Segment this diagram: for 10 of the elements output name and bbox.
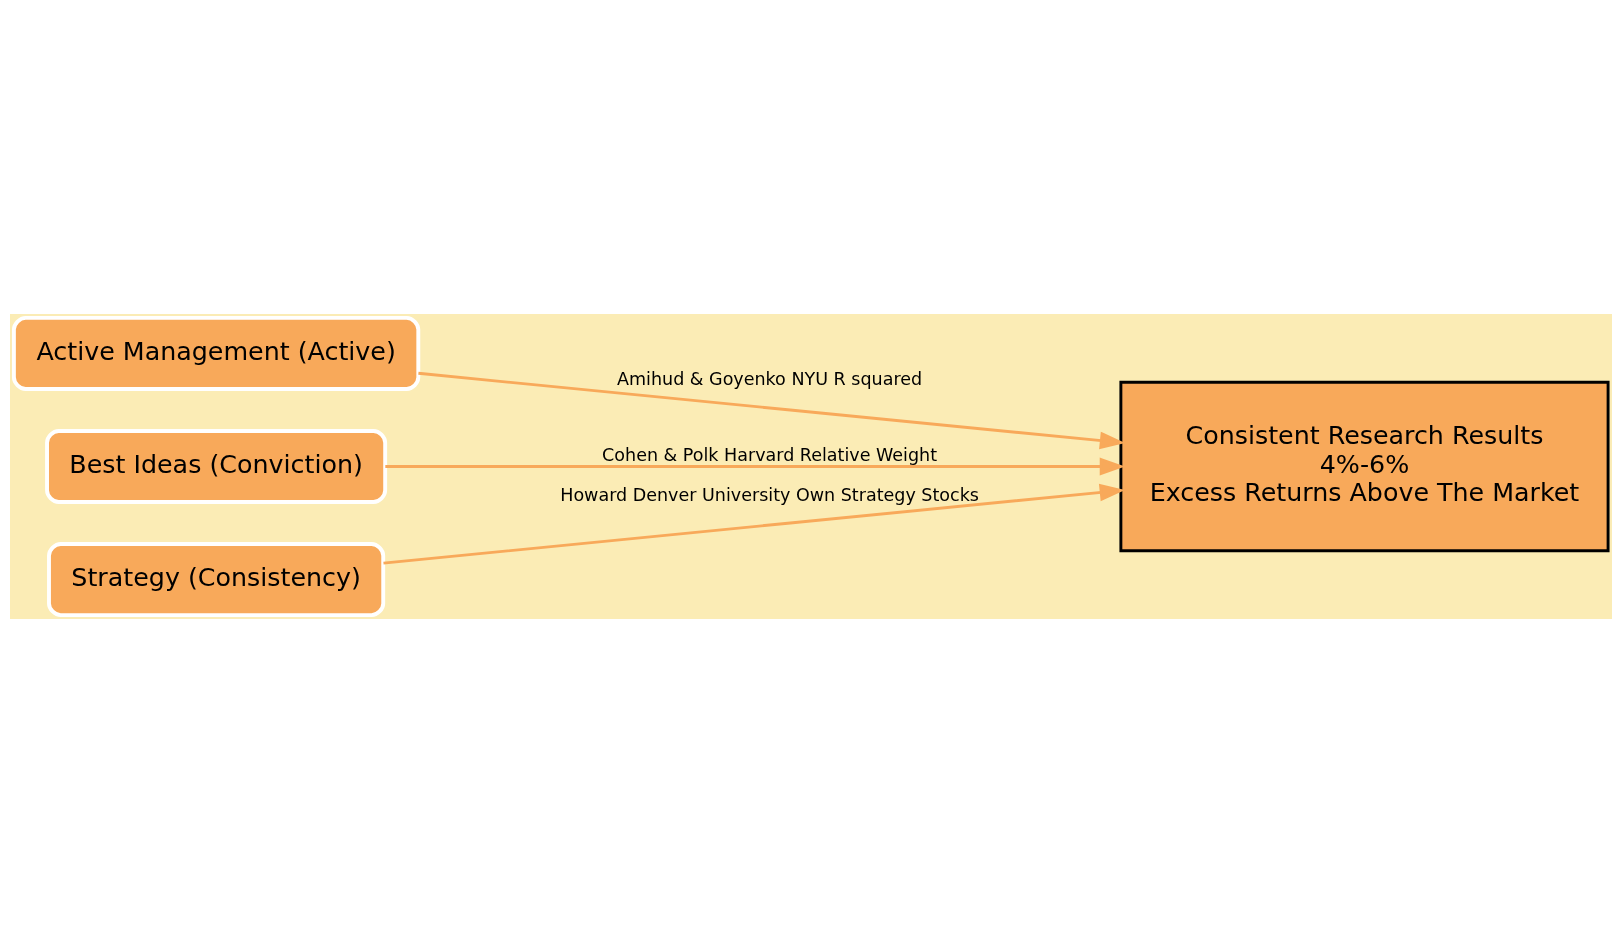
arrow xyxy=(383,483,1126,565)
edge-label: Amihud & Goyenko NYU R squared xyxy=(617,368,923,389)
node-box: Strategy (Consistency) xyxy=(47,541,386,617)
arrow xyxy=(418,371,1126,449)
node-box: Active Management (Active) xyxy=(11,315,421,391)
edge-label: Cohen & Polk Harvard Relative Weight xyxy=(602,444,938,465)
node-box: Consistent Research Results 4%-6% Excess Returns Above The Market xyxy=(1119,380,1610,552)
node-box: Best Ideas (Conviction) xyxy=(45,428,388,504)
arrow xyxy=(385,457,1126,475)
edge-label: Howard Denver University Own Strategy Stocks xyxy=(560,484,979,505)
